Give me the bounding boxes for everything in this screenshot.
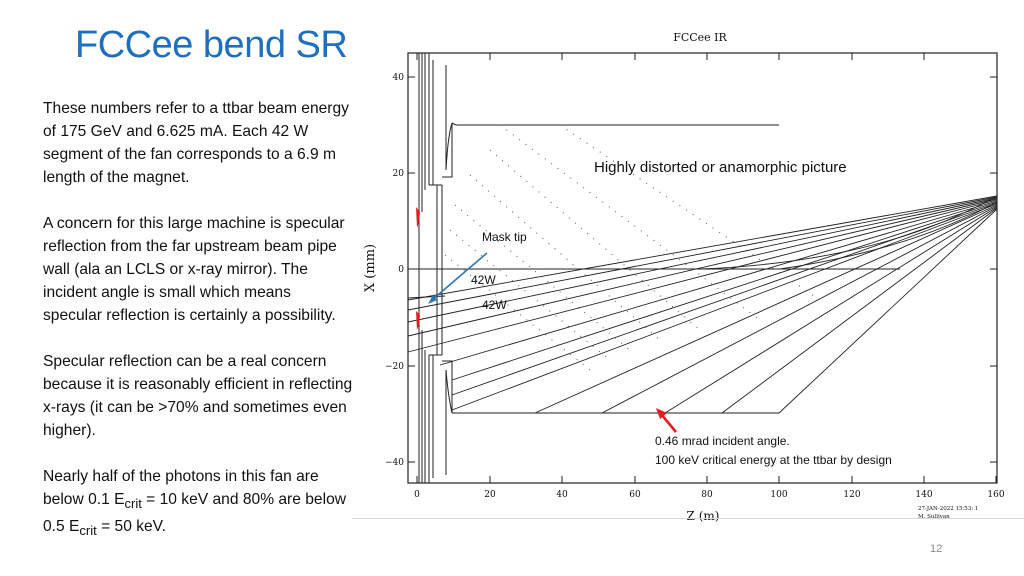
fan-segment-label-1: 42W bbox=[471, 273, 496, 287]
paragraph-photon-spectrum: Nearly half of the photons in this fan a… bbox=[43, 468, 347, 539]
x-axis-label: Z (m) bbox=[687, 509, 720, 523]
sr-fan-lines bbox=[407, 195, 998, 414]
y-tick-labels: 40 20 0 −20 −40 bbox=[385, 73, 404, 468]
x-tick-label: 160 bbox=[987, 490, 1004, 500]
x-tick-label: 140 bbox=[915, 490, 932, 500]
paragraph-reflection-efficiency: Specular reflection can be a real concer… bbox=[43, 353, 353, 439]
y-tick-label: 20 bbox=[393, 169, 405, 179]
y-tick-label: −20 bbox=[385, 362, 404, 372]
x-tick-label: 60 bbox=[629, 490, 641, 500]
y-tick-label: 40 bbox=[393, 73, 405, 83]
x-ticks bbox=[416, 53, 997, 483]
plot-date-stamp: 27‑JAN‑2022 15:53: 1 bbox=[918, 506, 978, 512]
plot-title: FCCee IR bbox=[673, 31, 727, 44]
beam-pipe-structure bbox=[407, 53, 900, 483]
distorted-note: Highly distorted or anamorphic picture bbox=[594, 159, 847, 176]
slide-number: 12 bbox=[930, 543, 943, 555]
plot-frame bbox=[407, 52, 998, 484]
mask-tip-label: Mask tip bbox=[482, 230, 527, 244]
incident-angle-label: 0.46 mrad incident angle. bbox=[655, 434, 790, 448]
x-tick-label: 20 bbox=[484, 490, 496, 500]
body-text: These numbers refer to a ttbar beam ener… bbox=[43, 97, 353, 565]
fan-segment-label-2: 42W bbox=[482, 298, 507, 312]
y-tick-label: 0 bbox=[398, 265, 404, 275]
critical-energy-label: 100 keV critical energy at the ttbar by … bbox=[655, 453, 892, 467]
paragraph-beam-numbers: These numbers refer to a ttbar beam ener… bbox=[43, 100, 349, 186]
lower-mask-marker bbox=[416, 311, 420, 330]
x-tick-label: 0 bbox=[414, 490, 420, 500]
slide-title: FCCee bend SR bbox=[75, 24, 348, 66]
x-tick-label: 80 bbox=[701, 490, 713, 500]
x-tick-labels: 0 20 40 60 80 100 120 140 160 bbox=[414, 490, 1005, 500]
x-tick-label: 100 bbox=[770, 490, 787, 500]
x-tick-label: 120 bbox=[843, 490, 860, 500]
y-axis-label: X (mm) bbox=[363, 244, 378, 292]
upper-mask-marker bbox=[416, 207, 420, 228]
x-tick-label: 40 bbox=[556, 490, 568, 500]
y-tick-label: −40 bbox=[385, 458, 404, 468]
mask-tip-arrow bbox=[428, 252, 488, 304]
plot-author-stamp: M. Sullivan bbox=[918, 514, 950, 520]
incident-angle-arrow bbox=[656, 408, 677, 433]
footer-divider bbox=[352, 518, 1024, 519]
paragraph-specular-concern: A concern for this large machine is spec… bbox=[43, 215, 345, 324]
